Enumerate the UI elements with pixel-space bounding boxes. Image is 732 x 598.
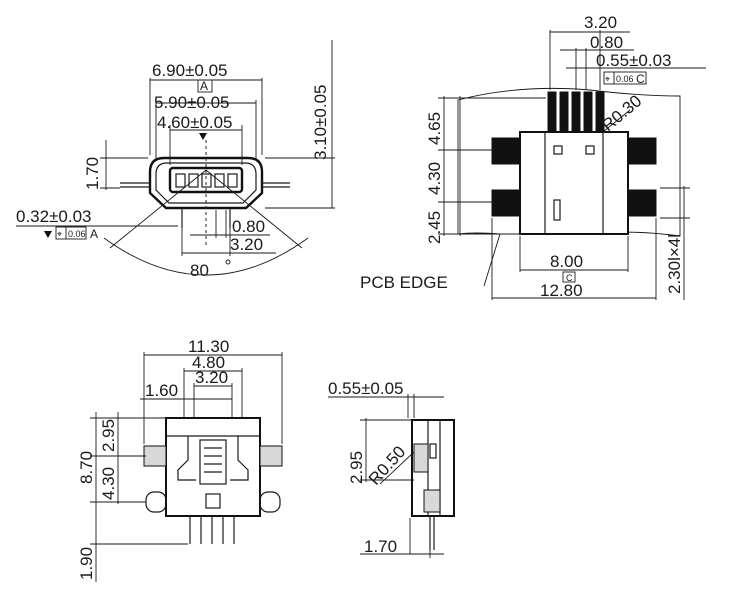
- top-latch: [199, 439, 227, 485]
- svg-text:⌖: ⌖: [605, 74, 610, 84]
- pcb-edge-label: PCB EDGE: [360, 273, 448, 292]
- top-w1: 4.80: [192, 353, 225, 372]
- front-width-mid: 5.90±0.05: [154, 93, 230, 112]
- top-body: [165, 417, 261, 517]
- pcb-pitch: 0.80: [590, 33, 623, 52]
- front-angle: 80: [190, 261, 209, 280]
- top-tab-right: [259, 491, 281, 513]
- front-view: 6.90±0.05 A 5.90±0.05 4.60±0.05 3.10±0.0…: [16, 40, 335, 280]
- pcb-slot: 2.30l×4l: [665, 234, 684, 294]
- top-w3: 1.60: [145, 381, 178, 400]
- front-width-outer: 6.90±0.05: [152, 61, 228, 80]
- pcb-pad-h1: 4.65: [425, 112, 444, 145]
- front-datum-arrow: [199, 133, 207, 140]
- pcb-body: [519, 131, 629, 235]
- pcb-gtol-value: 0.06: [616, 74, 634, 84]
- front-shell-inner: [155, 162, 257, 204]
- front-shell: [148, 156, 264, 210]
- side-pin-width: 0.55±0.05: [328, 379, 404, 398]
- front-pitch: 0.80: [232, 217, 265, 236]
- top-w2: 3.20: [195, 368, 228, 387]
- front-gtol-datum: A: [90, 227, 98, 241]
- front-contacts: [175, 173, 238, 188]
- pcb-view: 3.20 0.80 0.55±0.03 ⌖ 0.06 C R0.30 4.65 …: [360, 13, 706, 300]
- side-view: 0.55±0.05 2.95 R0.50 1.70: [328, 379, 455, 558]
- top-view: 11.30 4.80 3.20 1.60 8.70 2.95 4.30 1.90: [77, 337, 283, 582]
- front-width-inner: 4.60±0.05: [157, 113, 233, 132]
- pcb-datum-c: C: [566, 273, 573, 283]
- pcb-body-width: 8.00: [550, 252, 583, 271]
- side-tail: 1.70: [364, 537, 397, 556]
- front-pin-span: 3.20: [230, 235, 263, 254]
- front-tongue: [168, 166, 244, 194]
- side-height: 2.95: [347, 451, 366, 484]
- pcb-outline: [457, 87, 681, 237]
- top-h3: 1.90: [77, 547, 96, 580]
- front-gtol-value: 0.06: [68, 229, 86, 239]
- front-height: 3.10±0.05: [311, 84, 330, 160]
- pcb-total-width: 12.80: [540, 281, 583, 300]
- pcb-pin-span: 3.20: [584, 13, 617, 32]
- top-h-total: 8.70: [77, 451, 96, 484]
- front-shell-height: 1.70: [83, 157, 102, 190]
- svg-text:⌖: ⌖: [57, 229, 62, 239]
- pcb-signal-pads: [547, 91, 605, 133]
- side-radius: R0.50: [365, 442, 409, 488]
- top-tab-left: [145, 491, 167, 513]
- top-h2: 4.30: [99, 467, 118, 500]
- top-total-width: 11.30: [188, 337, 229, 356]
- front-pin-tol: 0.32±0.03: [16, 207, 92, 226]
- top-h1: 2.95: [99, 419, 118, 452]
- pcb-pad-h3: 2.45: [425, 211, 444, 244]
- pcb-radius: R0.30: [598, 91, 645, 135]
- pcb-pad-h2: 4.30: [425, 162, 444, 195]
- top-pins: [189, 516, 235, 544]
- pcb-gtol-datum: C: [636, 72, 645, 86]
- pcb-mount-pads: [491, 137, 657, 217]
- pcb-pin-width: 0.55±0.03: [596, 51, 672, 70]
- front-datum-a: A: [200, 79, 208, 93]
